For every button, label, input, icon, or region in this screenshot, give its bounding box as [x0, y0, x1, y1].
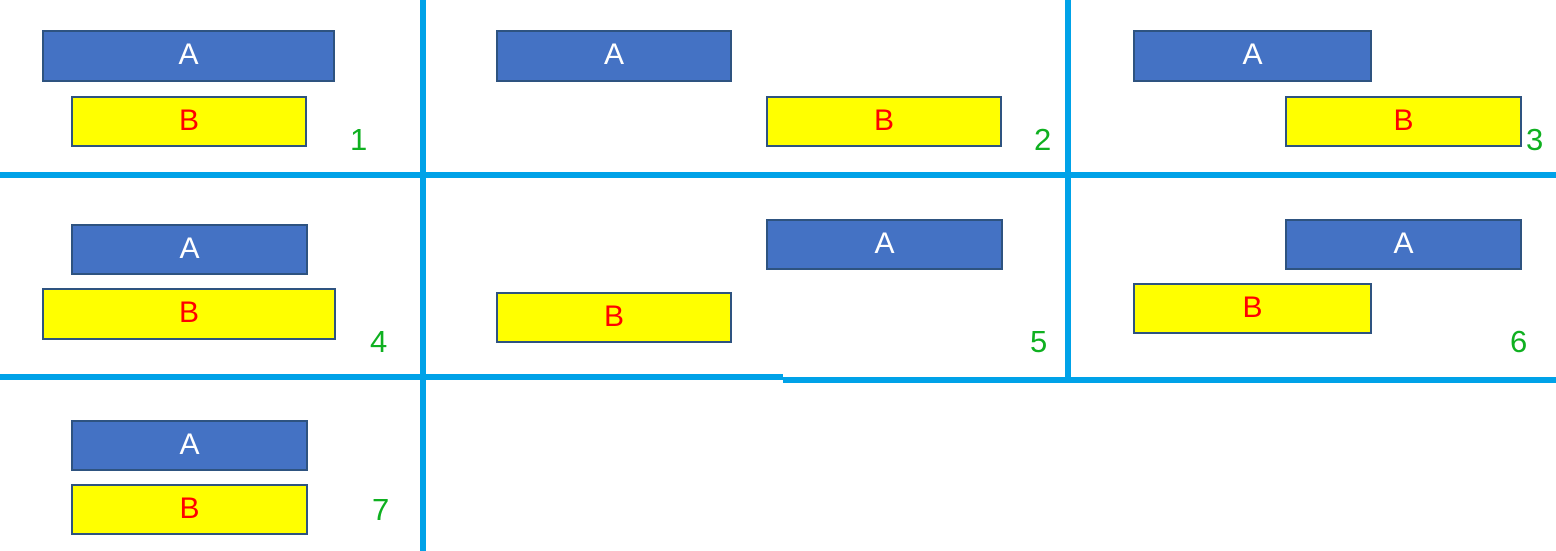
panel-5-bar-b-label: B [603, 299, 624, 333]
panel-1-bar-a: A [42, 30, 335, 82]
panel-1-bar-b-label: B [178, 103, 199, 137]
panel-5-number: 5 [1030, 324, 1048, 359]
panel-4-bar-b-label: B [178, 296, 199, 329]
panel-2-number: 2 [1034, 122, 1052, 157]
panel-3-bar-a-label: A [1242, 38, 1263, 71]
panel-1-bar-b: B [71, 96, 307, 147]
panel-2-bar-b-label: B [873, 103, 894, 137]
panel-5-bar-a-label: A [874, 226, 895, 260]
panel-2-bar-a-label: A [603, 38, 624, 71]
panel-3-bar-b-label: B [1393, 103, 1414, 137]
panel-3-bar-a: A [1133, 30, 1372, 82]
panel-3-number: 3 [1526, 122, 1544, 157]
panel-7-bar-a: A [71, 420, 308, 471]
panel-6-bar-b-label: B [1242, 290, 1263, 324]
panel-7-bar-b-label: B [179, 491, 200, 525]
panel-6-bar-a: A [1285, 219, 1522, 270]
panel-7-bar-b: B [71, 484, 308, 535]
panel-4-bar-a: A [71, 224, 308, 275]
panel-2-bar-b: B [766, 96, 1002, 147]
vertical-divider-right [1065, 0, 1071, 380]
panel-5-bar-a: A [766, 219, 1003, 270]
vertical-divider-left [420, 0, 426, 551]
panel-3-bar-b: B [1285, 96, 1522, 147]
panel-1-number: 1 [350, 122, 368, 157]
panel-4-bar-a-label: A [179, 231, 200, 265]
panel-6-bar-a-label: A [1393, 226, 1414, 260]
panel-6-bar-b: B [1133, 283, 1372, 334]
panel-7-number: 7 [372, 492, 390, 527]
panel-2-bar-a: A [496, 30, 732, 82]
horizontal-divider-top [0, 172, 1556, 178]
panel-4-bar-b: B [42, 288, 336, 340]
panel-1-bar-a-label: A [178, 38, 199, 71]
panel-7-bar-a-label: A [179, 427, 200, 461]
panel-6-number: 6 [1510, 324, 1528, 359]
panel-4-number: 4 [370, 324, 388, 359]
panel-5-bar-b: B [496, 292, 732, 343]
horizontal-divider-bottom [0, 374, 783, 380]
horizontal-divider-bottom-mid [783, 377, 1556, 383]
